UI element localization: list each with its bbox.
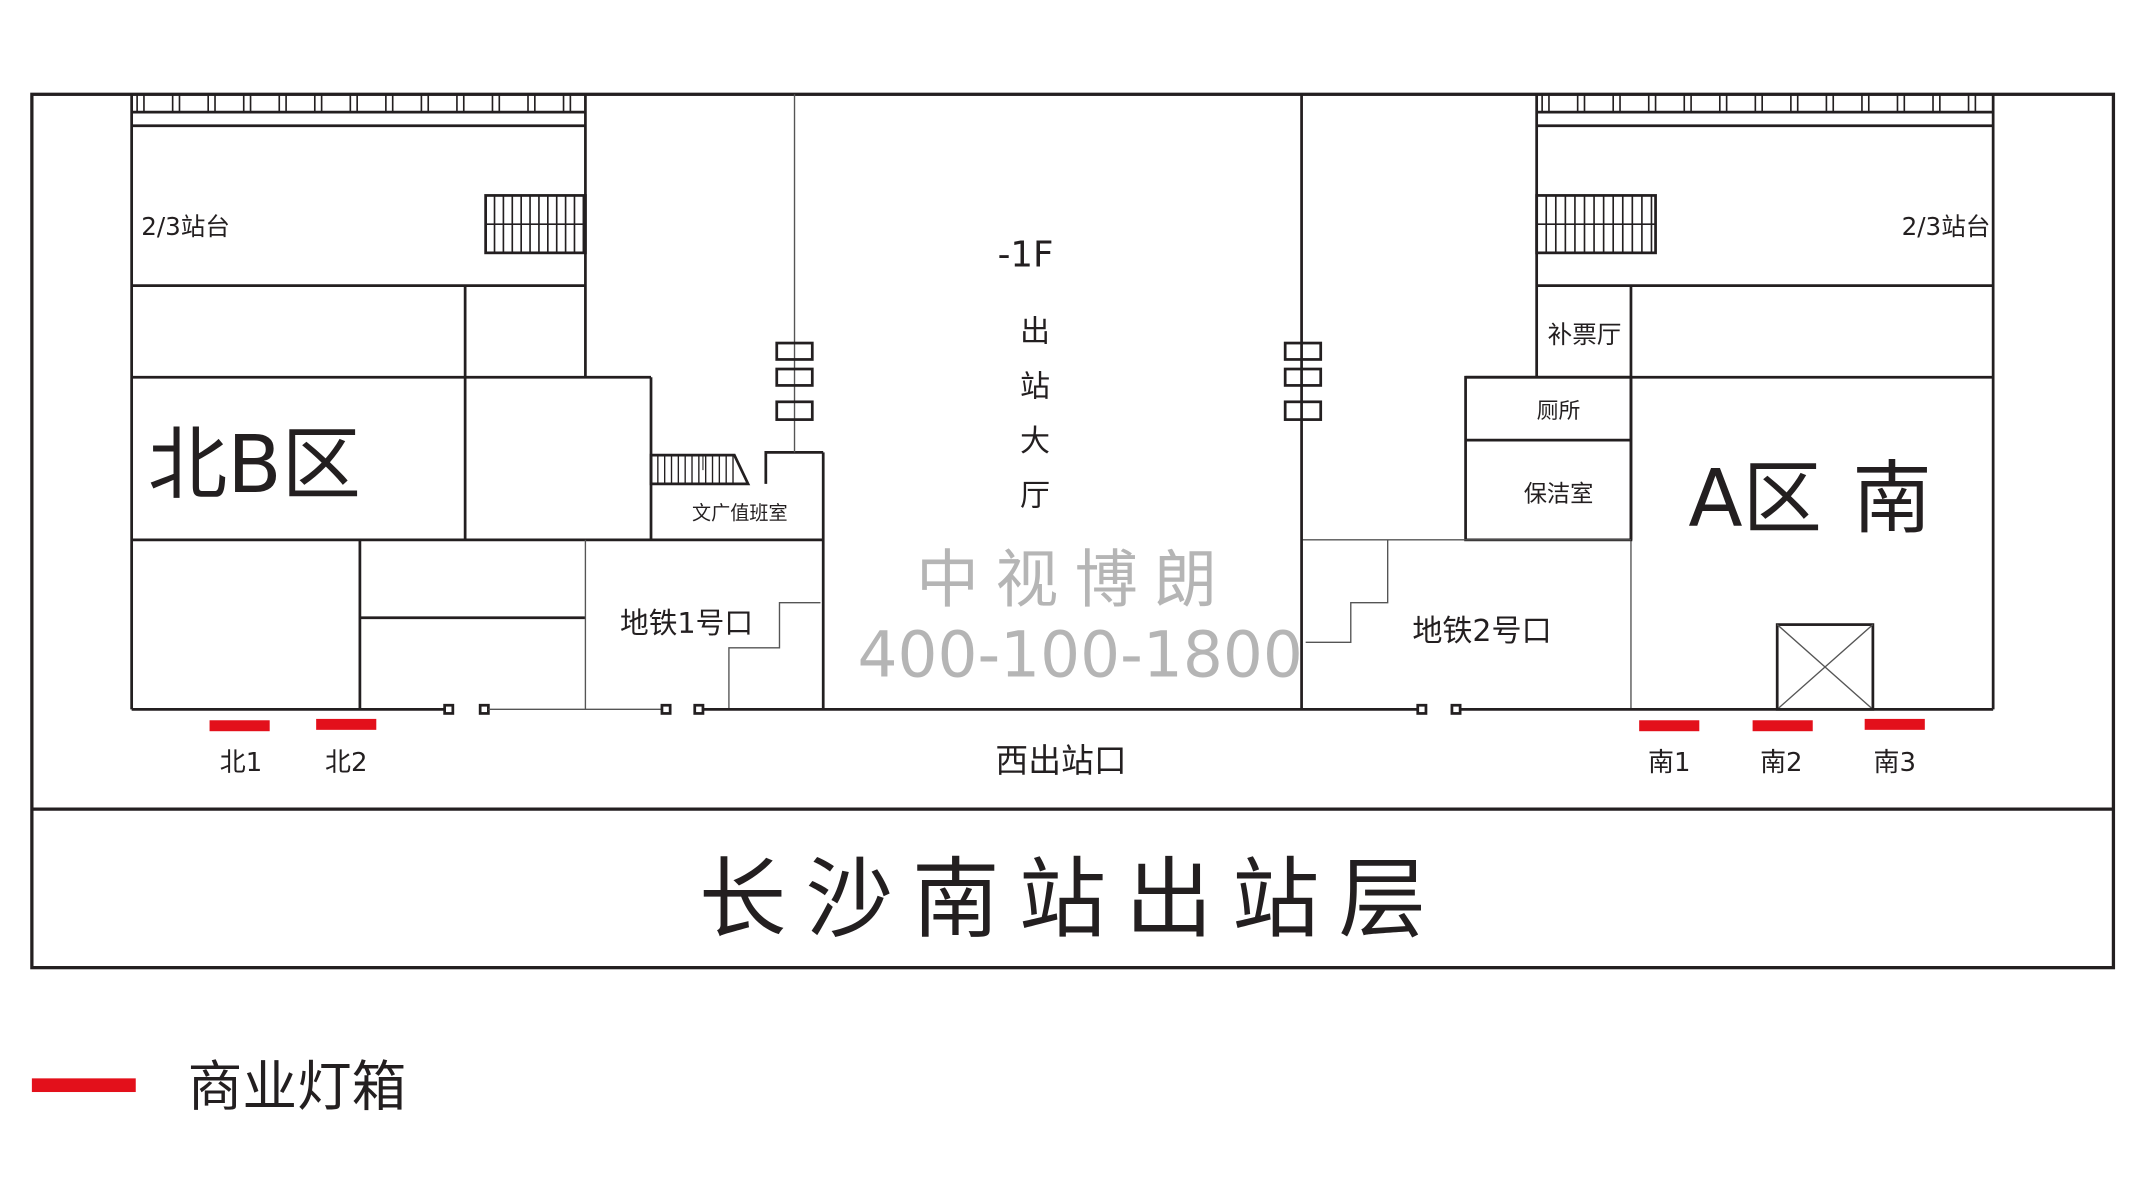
lightbox-label: 北1 [220,748,262,778]
platform-label-right: 2/3站台 [1902,212,1991,241]
lightbox-marker [1864,718,1925,730]
south-zone-label-a: A区 [1688,452,1822,545]
exit-wall [131,703,1994,715]
legend-label: 商业灯箱 [188,1055,407,1119]
lightbox-south-3[interactable]: 南3 [1864,718,1925,778]
cleaning-room-label: 保洁室 [1524,481,1594,508]
lightbox-north-1[interactable]: 北1 [209,720,270,778]
legend-swatch [31,1078,136,1093]
lightbox-marker [209,720,270,732]
lightbox-south-2[interactable]: 南2 [1752,720,1813,778]
watermark-phone: 400-100-1800 [858,619,1303,692]
south-block [1283,94,1995,711]
hall-label-1: 出 [1020,315,1050,350]
lightbox-label: 北2 [325,748,367,778]
lightbox-label: 南2 [1760,748,1802,778]
hall-label-2: 站 [1020,369,1050,404]
lightbox-label: 南1 [1648,748,1690,778]
lightbox-marker [1752,720,1813,732]
hall-label-4: 厅 [1020,479,1050,514]
metro-exit-1-label: 地铁1号口 [620,606,753,640]
lightbox-label: 南3 [1874,748,1916,778]
west-exit-label: 西出站口 [995,742,1126,780]
floor-label: -1F [998,235,1054,276]
north-zone-label: 北B区 [148,418,361,511]
south-zone-label-b: 南 [1852,452,1931,545]
hall-label-3: 大 [1020,424,1050,459]
watermark-name: 中视博朗 [916,543,1233,616]
duty-room-label: 文广值班室 [692,501,788,524]
platform-label-left: 2/3站台 [141,212,230,241]
toilet-label: 厕所 [1537,399,1581,424]
plan-title: 长沙南站出站层 [699,848,1445,950]
north-block [130,94,825,710]
lightbox-marker [316,718,377,730]
metro-exit-2-label: 地铁2号口 [1412,614,1551,649]
ticket-hall-label: 补票厅 [1548,320,1622,349]
lightbox-north-2[interactable]: 北2 [316,718,377,778]
outer-frame [30,92,2116,970]
lightbox-marker [1639,720,1700,732]
lightbox-south-1[interactable]: 南1 [1639,720,1700,778]
